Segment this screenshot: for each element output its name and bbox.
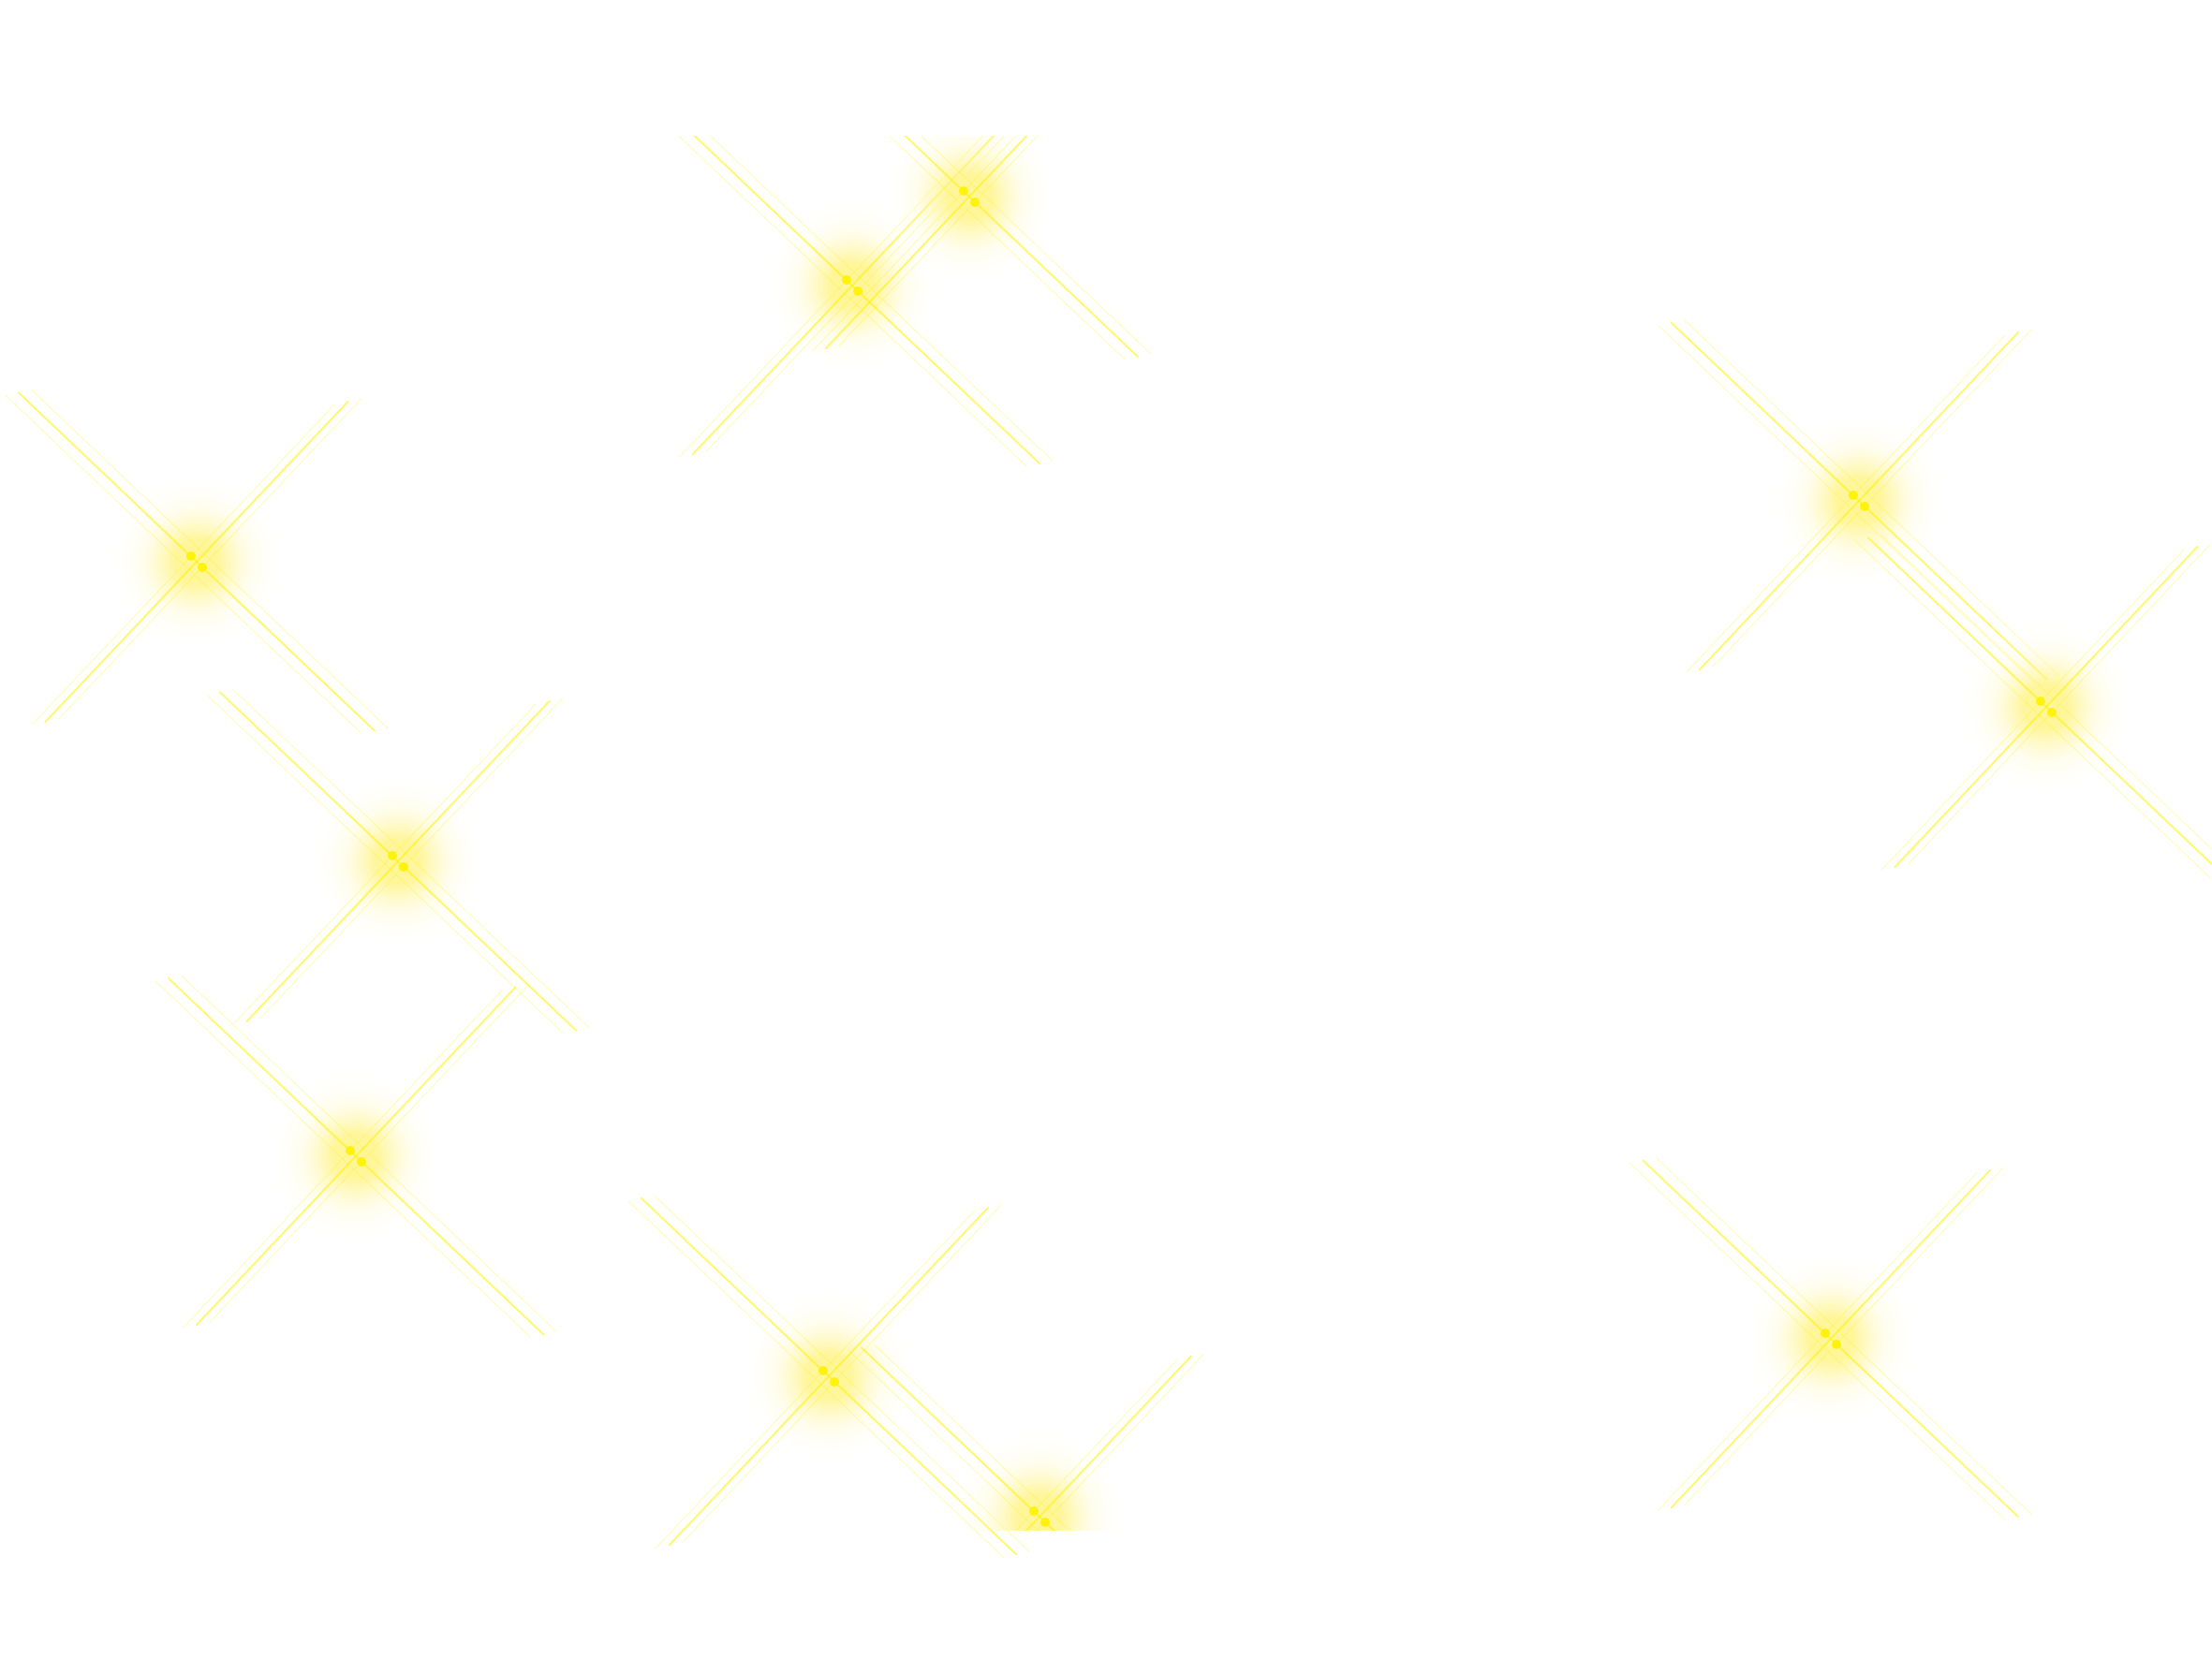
sparkle-icon — [206, 689, 590, 1034]
sparkle-layer — [5, 136, 2212, 1558]
sparkle-icon — [1630, 1157, 2032, 1520]
sparkle-icon — [5, 389, 389, 734]
sparkle-icon — [812, 136, 1152, 360]
sparkle-icon — [627, 1195, 1030, 1558]
sparkle-icon — [848, 1344, 1205, 1531]
sparkle-icon — [1854, 535, 2212, 879]
sparkle-icon — [155, 975, 557, 1338]
sparkle-icon — [1658, 319, 2060, 683]
